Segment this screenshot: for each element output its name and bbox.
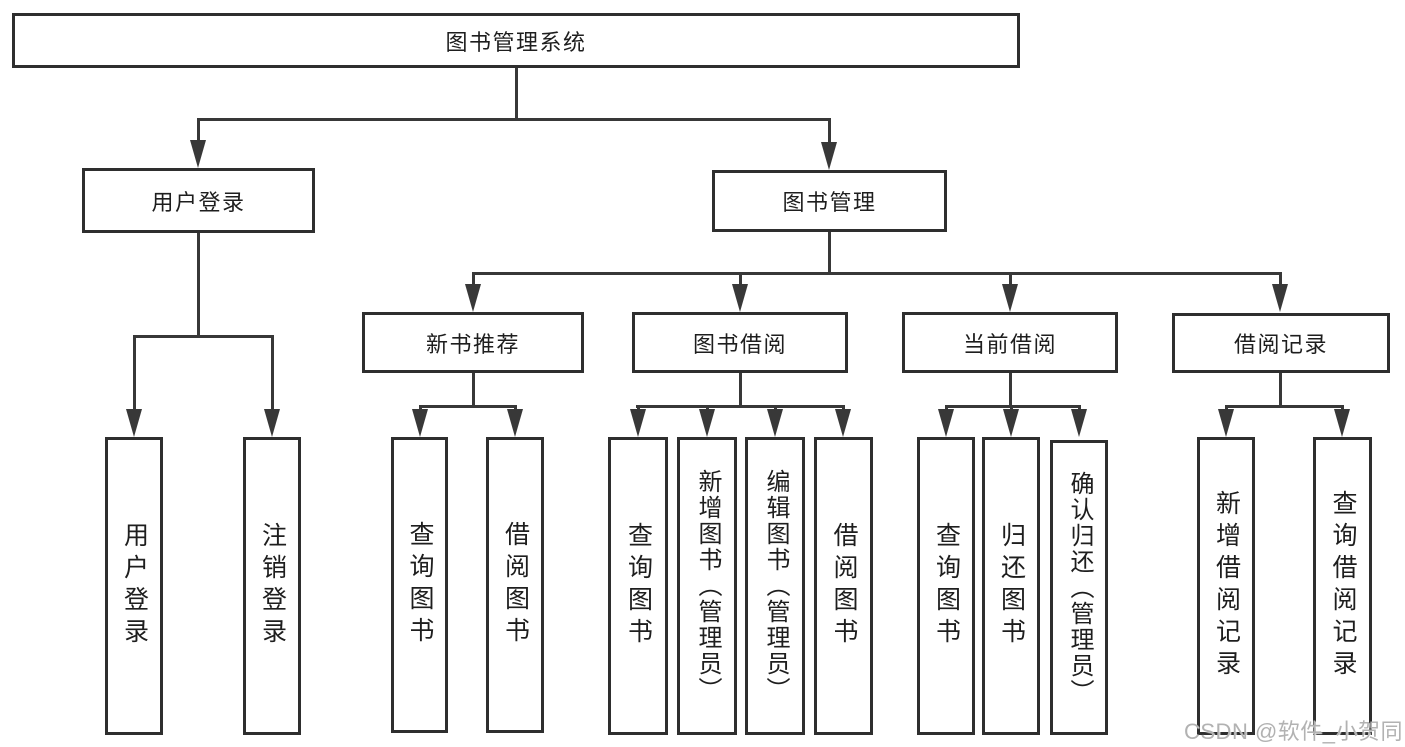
arrowhead-cb-return [1003, 409, 1019, 437]
connector-root-stem [515, 68, 518, 120]
arrowhead-nb-query [412, 409, 428, 437]
arrowhead-bb-edit [767, 409, 783, 437]
arrowhead-current-borrow [1002, 284, 1018, 312]
node-book-management-label: 图书管理 [782, 190, 877, 215]
leaf-record-query-record: 查询借阅记录 [1313, 437, 1372, 735]
connector-book-borrow-stem [739, 373, 742, 407]
node-current-borrow: 当前借阅 [902, 312, 1118, 373]
connector-new-book-rail [419, 405, 517, 408]
leaf-newbook-borrow-books-label: 借阅图书 [501, 521, 530, 649]
leaf-borrow-edit-books-admin-label: 编辑图书（管理员） [762, 469, 789, 703]
arrowhead-user-login [190, 140, 206, 168]
node-root-label: 图书管理系统 [445, 29, 587, 55]
leaf-logout-label: 注销登录 [258, 522, 287, 650]
arrowhead-cb-query [938, 409, 954, 437]
leaf-record-add-record-label: 新增借阅记录 [1212, 490, 1241, 682]
connector-drop-leaf-login [133, 335, 136, 412]
connector-drop-current-borrow [1009, 272, 1012, 286]
node-current-borrow-label: 当前借阅 [962, 331, 1057, 357]
leaf-borrow-add-books-admin-label: 新增图书（管理员） [694, 469, 721, 703]
node-book-borrow-label: 图书借阅 [692, 331, 787, 357]
node-root: 图书管理系统 [12, 13, 1020, 68]
node-new-book-recommend-label: 新书推荐 [425, 331, 520, 357]
connector-book-borrow-rail [636, 405, 845, 408]
leaf-record-add-record: 新增借阅记录 [1197, 437, 1255, 735]
arrowhead-leaf-logout [264, 409, 280, 437]
connector-drop-leaf-logout [271, 335, 274, 412]
arrowhead-bb-add [699, 409, 715, 437]
leaf-user-login: 用户登录 [105, 437, 163, 735]
node-borrow-record: 借阅记录 [1172, 313, 1390, 373]
connector-user-login-stem [197, 233, 200, 337]
arrowhead-br-add [1218, 409, 1234, 437]
connector-drop-user-login [197, 118, 200, 142]
leaf-current-query-books: 查询图书 [917, 437, 975, 735]
connector-current-borrow-rail [945, 405, 1081, 408]
connector-book-mgmt-rail [472, 272, 1282, 275]
arrowhead-book-borrow [732, 284, 748, 312]
csdn-watermark: CSDN @软件_小贺同学 [1184, 719, 1404, 744]
leaf-record-query-record-label: 查询借阅记录 [1329, 490, 1357, 682]
node-book-borrow: 图书借阅 [632, 312, 848, 373]
connector-user-login-rail [133, 335, 274, 338]
leaf-current-query-books-label: 查询图书 [932, 522, 961, 650]
leaf-newbook-query-books-label: 查询图书 [406, 521, 434, 649]
leaf-borrow-edit-books-admin: 编辑图书（管理员） [745, 437, 805, 735]
connector-drop-book-borrow [739, 272, 742, 286]
arrowhead-bb-borrow [835, 409, 851, 437]
node-user-login: 用户登录 [82, 168, 315, 233]
leaf-logout: 注销登录 [243, 437, 301, 735]
leaf-borrow-add-books-admin: 新增图书（管理员） [677, 437, 737, 735]
leaf-borrow-borrow-books: 借阅图书 [814, 437, 873, 735]
leaf-current-return-books: 归还图书 [982, 437, 1040, 735]
node-user-login-label: 用户登录 [151, 189, 246, 215]
arrowhead-nb-borrow [507, 409, 523, 437]
node-book-management: 图书管理 [712, 170, 947, 232]
connector-borrow-record-rail [1225, 405, 1344, 408]
node-borrow-record-label: 借阅记录 [1233, 332, 1328, 357]
node-new-book-recommend: 新书推荐 [362, 312, 584, 373]
arrowhead-book-mgmt [821, 142, 837, 170]
leaf-user-login-label: 用户登录 [120, 522, 149, 650]
leaf-borrow-query-books: 查询图书 [608, 437, 668, 735]
leaf-borrow-query-books-label: 查询图书 [624, 522, 653, 650]
leaf-newbook-borrow-books: 借阅图书 [486, 437, 544, 733]
connector-book-mgmt-stem [828, 232, 831, 274]
leaf-current-confirm-return-admin-label: 确认归还（管理员） [1066, 470, 1093, 705]
connector-new-book-stem [472, 373, 475, 407]
leaf-borrow-borrow-books-label: 借阅图书 [830, 522, 858, 650]
connector-drop-new-book [472, 272, 475, 286]
arrowhead-bb-query [630, 409, 646, 437]
arrowhead-cb-confirm [1071, 409, 1087, 437]
arrowhead-new-book [465, 284, 481, 312]
connector-borrow-record-stem [1279, 373, 1282, 407]
arrowhead-leaf-login [126, 409, 142, 437]
arrowhead-borrow-record [1272, 284, 1288, 312]
connector-drop-borrow-record [1279, 272, 1282, 286]
arrowhead-br-query [1334, 409, 1350, 437]
leaf-current-return-books-label: 归还图书 [997, 522, 1026, 650]
connector-current-borrow-stem [1009, 373, 1012, 407]
leaf-current-confirm-return-admin: 确认归还（管理员） [1050, 440, 1108, 735]
leaf-newbook-query-books: 查询图书 [391, 437, 448, 733]
connector-drop-book-mgmt [828, 118, 831, 144]
connector-root-rail [197, 118, 831, 121]
